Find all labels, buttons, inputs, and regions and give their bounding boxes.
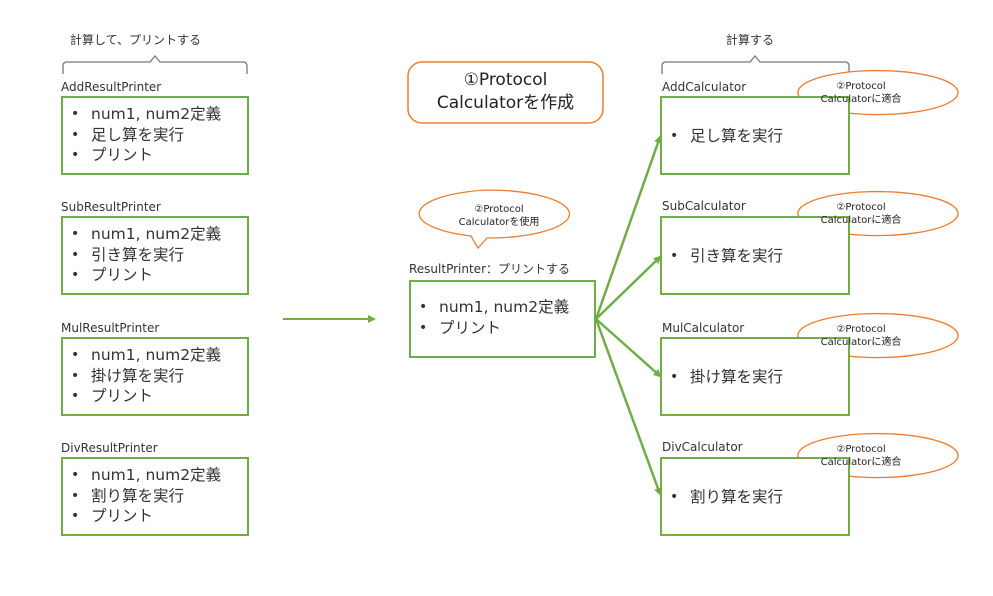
mul-calculator-box: 掛け算を実行 <box>660 337 850 416</box>
callout-line1: ②Protocol <box>836 202 886 213</box>
sub-printer-box: num1, num2定義 引き算を実行 プリント <box>61 216 249 295</box>
arrow-to-mul <box>595 318 662 378</box>
div-calculator-box: 割り算を実行 <box>660 457 850 536</box>
mul-printer-box: num1, num2定義 掛け算を実行 プリント <box>61 337 249 416</box>
printer-title: DivResultPrinter <box>61 441 158 455</box>
result-printer-item: プリント <box>411 318 594 339</box>
div-callout: ②Protocol Calculatorに適合 <box>780 443 942 469</box>
printer-item: 引き算を実行 <box>63 245 247 266</box>
brace-right-label: 計算する <box>726 33 775 47</box>
result-callout-shape <box>418 189 571 250</box>
calculator-title: SubCalculator <box>662 199 746 213</box>
result-callout-line1: ②Protocol <box>474 204 524 215</box>
printer-item: num1, num2定義 <box>63 224 247 245</box>
sub-calculator-box: 引き算を実行 <box>660 216 850 295</box>
callout-line1: ②Protocol <box>836 324 886 335</box>
add-callout: ②Protocol Calculatorに適合 <box>780 80 942 106</box>
div-printer-box: num1, num2定義 割り算を実行 プリント <box>61 457 249 536</box>
result-callout-line2: Calculatorを使用 <box>458 217 540 228</box>
callout-line1: ②Protocol <box>836 81 886 92</box>
printer-item: num1, num2定義 <box>63 104 247 125</box>
callout-line2: Calculatorに適合 <box>820 215 902 226</box>
calculator-item: 足し算を実行 <box>662 126 848 147</box>
brace-left-label: 計算して、プリントする <box>70 33 202 47</box>
printer-title: AddResultPrinter <box>61 80 162 94</box>
result-printer-title: ResultPrinter：プリントする <box>409 262 570 276</box>
printer-item: 割り算を実行 <box>63 486 247 507</box>
callout-line1: ②Protocol <box>836 444 886 455</box>
printer-item: num1, num2定義 <box>63 345 247 366</box>
mul-callout: ②Protocol Calculatorに適合 <box>780 323 942 349</box>
printer-item: 掛け算を実行 <box>63 366 247 387</box>
calculator-item: 掛け算を実行 <box>662 367 848 388</box>
printer-item: プリント <box>63 265 247 286</box>
printer-item: プリント <box>63 386 247 407</box>
calculator-title: AddCalculator <box>662 80 747 94</box>
printer-title: SubResultPrinter <box>61 200 161 214</box>
step1-note: ①Protocol Calculatorを作成 <box>408 69 603 115</box>
result-callout: ②Protocol Calculatorを使用 <box>418 203 580 229</box>
sub-callout: ②Protocol Calculatorに適合 <box>780 201 942 227</box>
arrow-to-add <box>594 135 662 320</box>
printer-item: プリント <box>63 506 247 527</box>
calculator-item: 割り算を実行 <box>662 487 848 508</box>
result-printer-item: num1, num2定義 <box>411 297 594 318</box>
add-calculator-box: 足し算を実行 <box>660 96 850 175</box>
printer-item: プリント <box>63 145 247 166</box>
printer-item: 足し算を実行 <box>63 125 247 146</box>
callout-line2: Calculatorに適合 <box>820 337 902 348</box>
add-printer-box: num1, num2定義 足し算を実行 プリント <box>61 96 249 175</box>
left-brace <box>62 54 248 74</box>
step1-note-line2: Calculatorを作成 <box>436 93 575 113</box>
step1-note-shape <box>407 61 604 124</box>
printer-item: num1, num2定義 <box>63 465 247 486</box>
calculator-title: DivCalculator <box>662 440 743 454</box>
calculator-title: MulCalculator <box>662 321 745 335</box>
arrow-to-sub <box>595 255 662 320</box>
calculator-item: 引き算を実行 <box>662 246 848 267</box>
printer-title: MulResultPrinter <box>61 321 160 335</box>
result-printer-box: num1, num2定義 プリント <box>409 280 596 358</box>
step1-note-line1: ①Protocol <box>463 70 548 90</box>
arrow-to-div <box>594 318 662 496</box>
right-brace <box>661 54 850 74</box>
callout-line2: Calculatorに適合 <box>820 457 902 468</box>
callout-line2: Calculatorに適合 <box>820 94 902 105</box>
